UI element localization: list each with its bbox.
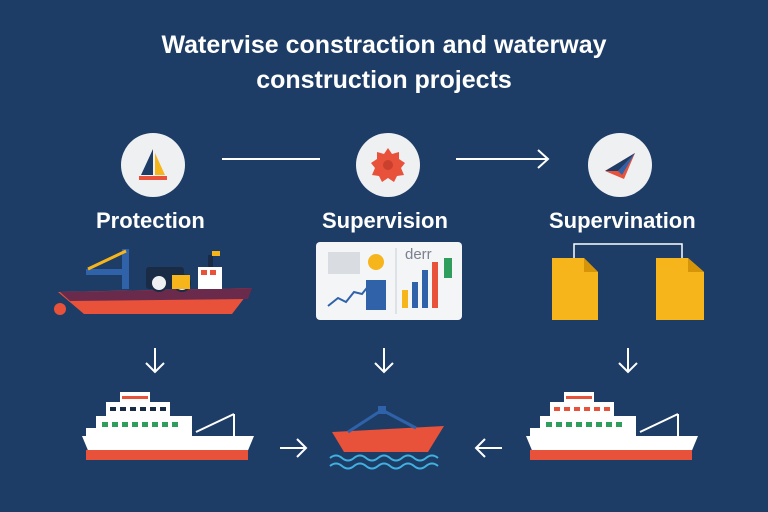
left-arrow-icon: [474, 438, 502, 458]
supply-ship-right: [526, 392, 698, 460]
sailboat-icon: [139, 149, 167, 180]
gear-icon: [371, 148, 405, 182]
crane-ship-illustration: [54, 249, 252, 315]
down-arrow-icon: [374, 348, 394, 374]
title-line-2: construction projects: [256, 66, 512, 94]
water-waves: [329, 454, 439, 470]
dashboard-panel: [316, 242, 462, 320]
stage-2-icon-circle: [356, 133, 420, 197]
documents-illustration: [552, 243, 704, 320]
document-icon: [552, 258, 598, 320]
right-arrow-icon: [280, 438, 308, 458]
work-boat: [329, 406, 444, 470]
title-line-1: Watervise constraction and waterway: [161, 31, 607, 59]
stage-2-label: Supervision: [322, 208, 448, 233]
down-arrow-icon: [145, 348, 165, 374]
right-arrow-icon: [456, 149, 550, 169]
panel-text: derr: [405, 246, 432, 263]
page-title: Watervise constraction and waterway cons…: [0, 28, 768, 98]
supply-ship-left: [82, 392, 254, 460]
stage-1-label: Protection: [96, 208, 205, 233]
paper-plane-icon: [605, 153, 635, 179]
stage-3-label: Supervination: [549, 208, 696, 233]
stage-3-icon-circle: [588, 133, 652, 197]
document-icon: [656, 258, 704, 320]
stage-1-icon-circle: [121, 133, 185, 197]
down-arrow-icon: [618, 348, 638, 374]
